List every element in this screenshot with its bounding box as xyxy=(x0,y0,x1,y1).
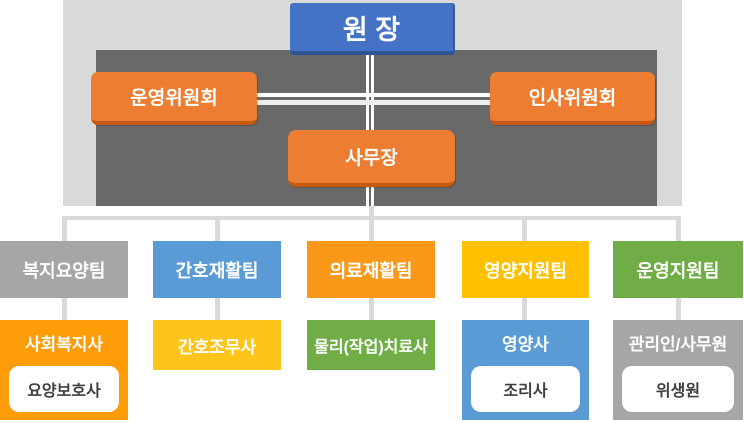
node-label: 영양사 xyxy=(502,335,549,354)
connector-sub-stub xyxy=(215,298,220,320)
node-office-manager: 사무장 xyxy=(288,130,455,187)
connector-committee-horizontal xyxy=(255,100,492,105)
node-team-nursing-rehab: 간호재활팀 xyxy=(153,241,281,298)
node-steering-committee: 운영위원회 xyxy=(91,72,257,125)
connector-sub-stub xyxy=(522,298,527,320)
connector-trunk-vertical xyxy=(371,50,374,206)
node-nutritionist: 영양사 조리사 xyxy=(462,320,589,420)
node-social-worker: 사회복지사 요양보호사 xyxy=(0,320,128,420)
node-team-nutrition-support: 영양지원팀 xyxy=(462,241,589,298)
node-janitor-clerk: 관리인/사무원 위생원 xyxy=(613,320,743,420)
connector-center-stub xyxy=(369,206,374,216)
node-director: 원 장 xyxy=(290,3,455,55)
connector-sub-stub xyxy=(676,298,681,320)
connector-drop xyxy=(62,216,67,241)
connector-committee-horizontal xyxy=(255,93,492,97)
node-care-giver: 요양보호사 xyxy=(9,366,119,412)
node-team-welfare-care: 복지요양팀 xyxy=(0,241,128,298)
connector-drop xyxy=(369,216,374,241)
node-team-medical-rehab: 의료재활팀 xyxy=(307,241,435,298)
node-cook: 조리사 xyxy=(471,366,580,412)
node-label: 관리인/사무원 xyxy=(628,335,728,354)
node-hygienist: 위생원 xyxy=(622,366,734,412)
connector-drop xyxy=(522,216,527,241)
node-label: 사회복지사 xyxy=(24,335,104,354)
connector-sub-stub xyxy=(369,298,374,320)
node-hr-committee: 인사위원회 xyxy=(490,72,655,125)
node-nurse-aide: 간호조무사 xyxy=(153,320,281,370)
connector-drop xyxy=(676,216,681,241)
node-team-operations-support: 운영지원팀 xyxy=(613,241,743,298)
node-physical-therapist: 물리(작업)치료사 xyxy=(307,320,435,370)
connector-drop xyxy=(215,216,220,241)
connector-sub-stub xyxy=(62,298,67,320)
connector-trunk-vertical xyxy=(366,50,369,206)
